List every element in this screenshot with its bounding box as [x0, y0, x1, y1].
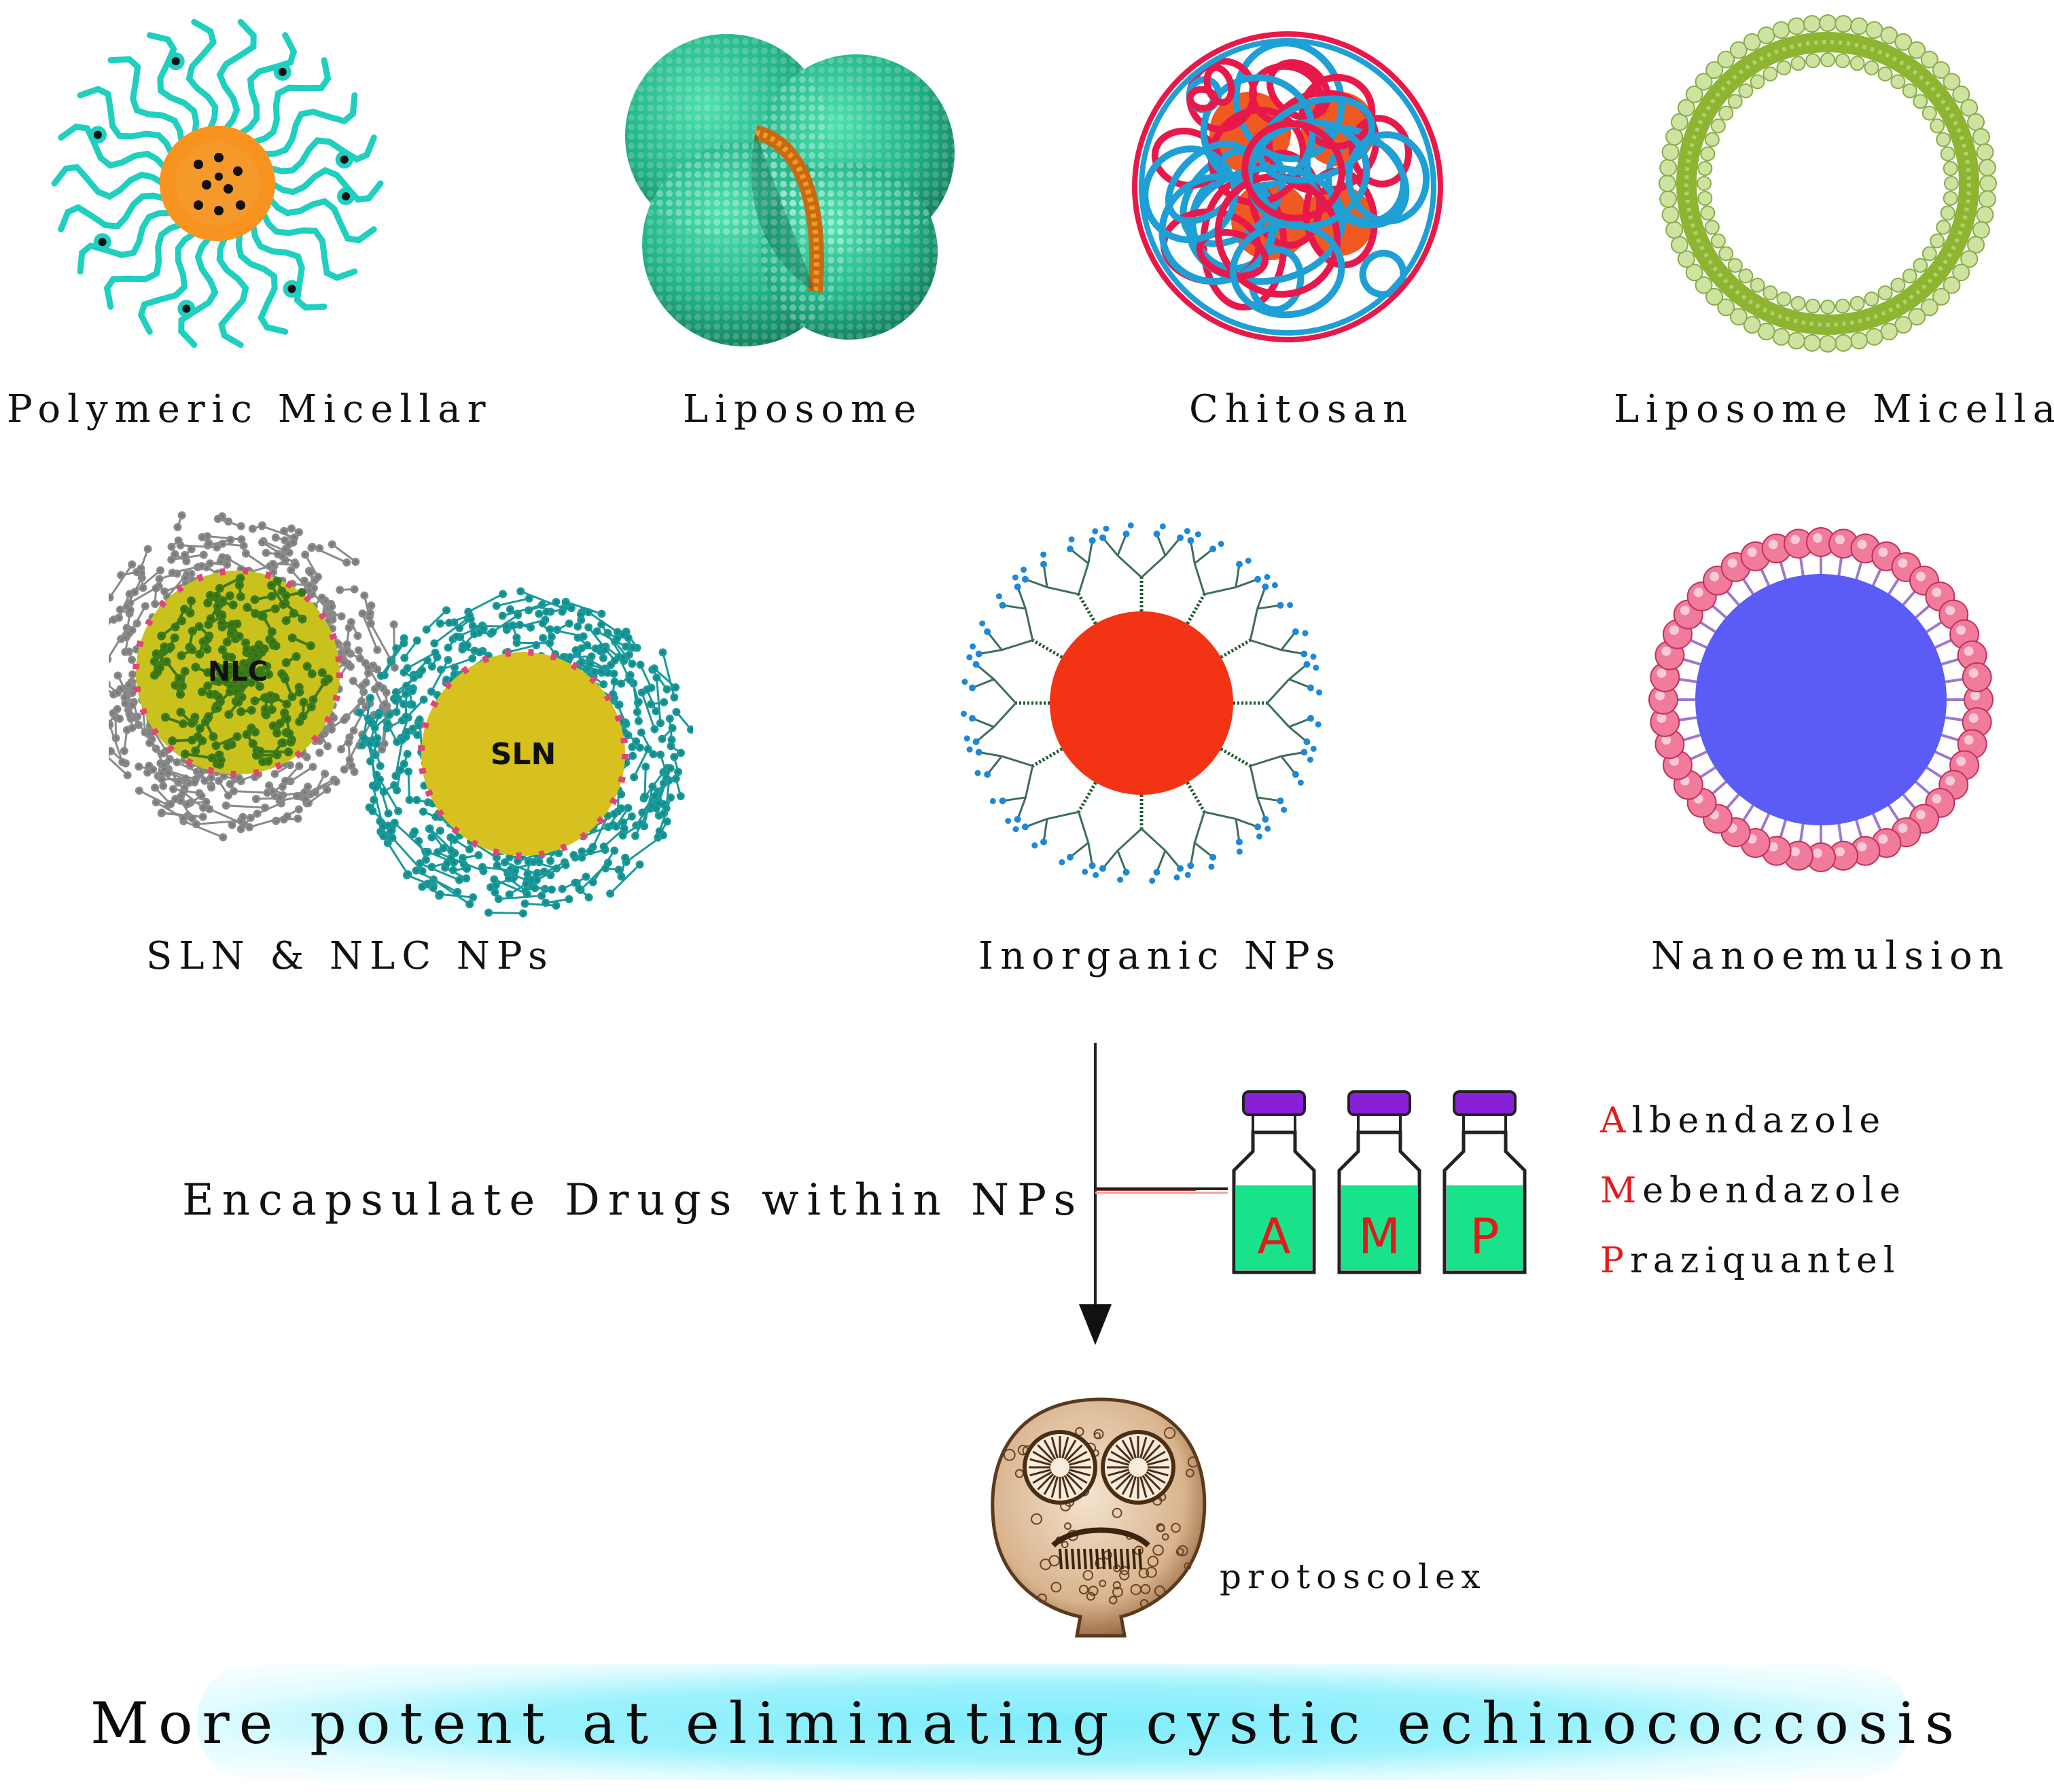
connector-line [1095, 1187, 1228, 1194]
nanoemulsion-illustration [1648, 527, 1994, 872]
inorganic-np-illustration [960, 522, 1323, 884]
bottle-letter-m: M [1358, 1208, 1400, 1265]
sln-nlc-illustration: NLC SLN [109, 511, 693, 918]
drug-rest: lbendazole [1631, 1100, 1887, 1141]
label-protoscolex: protoscolex [1220, 1557, 1487, 1596]
label-sln-nlc: SLN & NLC NPs [146, 934, 554, 978]
bottle-p: P [1442, 1090, 1527, 1274]
liposome-illustration [625, 34, 955, 346]
drug-rest: raziquantel [1630, 1240, 1901, 1281]
liposome-micellar-illustration [1659, 14, 1997, 353]
label-liposome: Liposome [683, 387, 923, 431]
drug-bottles: A M P [1230, 1090, 1529, 1280]
label-nanoemulsion: Nanoemulsion [1651, 934, 2011, 978]
protoscolex-illustration [991, 1397, 1207, 1638]
bottle-m: M [1337, 1090, 1421, 1274]
label-polymeric-micellar: Polymeric Micellar [7, 387, 493, 431]
label-inorganic: Inorganic NPs [978, 934, 1342, 978]
drug-praziquantel: Praziquantel [1600, 1240, 1900, 1281]
label-chitosan: Chitosan [1189, 387, 1415, 431]
bottle-a: A [1232, 1090, 1316, 1274]
drug-rest: ebendazole [1642, 1170, 1907, 1211]
polymeric-micelle-illustration [51, 18, 384, 348]
label-encapsulate: Encapsulate Drugs within NPs [182, 1175, 1084, 1225]
bottle-letter-p: P [1470, 1208, 1499, 1265]
drug-mebendazole: Mebendazole [1600, 1170, 1907, 1211]
bottom-banner-glow [197, 1664, 1909, 1780]
drug-initial: M [1600, 1170, 1643, 1211]
drug-initial: A [1600, 1100, 1632, 1141]
nlc-label: NLC [208, 656, 268, 687]
label-liposome-micellar: Liposome Micellar [1614, 387, 2054, 431]
bottle-letter-a: A [1257, 1208, 1290, 1265]
chitosan-illustration [1131, 31, 1444, 343]
sln-label: SLN [491, 737, 556, 772]
bottom-banner-text: More potent at eliminating cystic echino… [90, 1690, 1964, 1757]
drug-initial: P [1600, 1240, 1630, 1281]
drug-albendazole: Albendazole [1600, 1100, 1886, 1141]
flow-arrow [1079, 1043, 1196, 1345]
